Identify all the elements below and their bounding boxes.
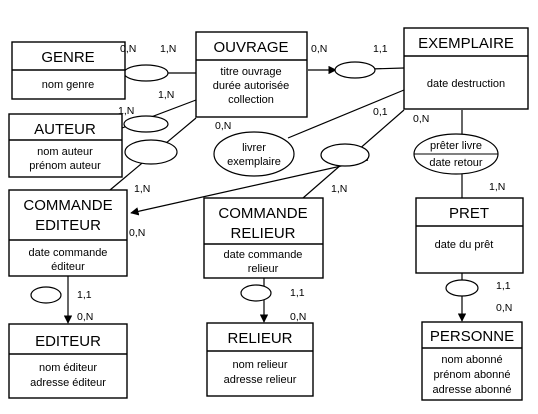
rel-ellipse-personne xyxy=(445,279,479,297)
cardinality-label: 1,N xyxy=(331,183,347,195)
relieur-attr: nom relieur xyxy=(232,359,287,371)
entity-box-exemplaire xyxy=(403,27,529,110)
pret-title: PRET xyxy=(449,205,489,222)
ouvrage-attr: collection xyxy=(228,94,274,106)
livrer-exemplaire-label-line2: exemplaire xyxy=(227,156,281,168)
cardinality-label: 1,N xyxy=(118,105,134,117)
ouvrage-attr: durée autorisée xyxy=(213,80,289,92)
cardinality-label: 0,N xyxy=(311,43,327,55)
ouvrage-attr: titre ouvrage xyxy=(220,66,281,78)
cardinality-label: 0,N xyxy=(290,311,306,323)
cardinality-label: 0,N xyxy=(496,302,512,314)
auteur-title: AUTEUR xyxy=(34,121,96,138)
editeur-title: EDITEUR xyxy=(35,333,101,350)
cardinality-label: 1,1 xyxy=(373,43,388,55)
entity-box-ouvrage xyxy=(195,31,308,118)
rel-ellipse-cmd-relieur xyxy=(320,143,370,167)
ouvrage-title: OUVRAGE xyxy=(213,39,288,56)
commande-relieur-title-line1: COMMANDE xyxy=(218,205,307,222)
cardinality-label: 0,N xyxy=(215,120,231,132)
cardinality-label: 1,N xyxy=(158,89,174,101)
rel-ellipse-genre xyxy=(123,64,169,82)
entity-box-commande-relieur xyxy=(203,197,324,279)
cardinality-label: 1,N xyxy=(160,43,176,55)
entity-box-commande-editeur xyxy=(8,189,128,277)
entity-box-relieur xyxy=(206,322,314,397)
entity-box-personne xyxy=(421,321,523,401)
cardinality-label: 1,N xyxy=(134,183,150,195)
relieur-title: RELIEUR xyxy=(227,330,292,347)
arrow-to-cmd-editeur xyxy=(130,159,369,216)
cardinality-label: 0,N xyxy=(413,113,429,125)
rel-ellipse-editeur xyxy=(30,286,62,304)
exemplaire-title: EXEMPLAIRE xyxy=(418,35,514,52)
genre-title: GENRE xyxy=(41,49,94,66)
cardinality-label: 0,N xyxy=(129,227,145,239)
cardinality-label: 1,N xyxy=(489,181,505,193)
pret-attr: date du prêt xyxy=(435,239,494,251)
preter-livre-attr: date retour xyxy=(429,157,483,169)
commande-editeur-title-line2: EDITEUR xyxy=(35,217,101,234)
entity-box-pret xyxy=(415,197,524,274)
commande-editeur-attr: date commande xyxy=(29,247,108,259)
cardinality-label: 1,1 xyxy=(290,287,305,299)
rel-ellipse-livrer-exemplaire xyxy=(213,131,295,177)
entity-box-auteur xyxy=(8,113,123,178)
cardinality-label: 0,N xyxy=(77,311,93,323)
rel-ellipse-exemplaire-ouvrage xyxy=(334,61,376,79)
rel-ellipse-cmd-editeur xyxy=(124,139,178,165)
entity-box-editeur xyxy=(8,323,128,399)
rel-ellipse-relieur xyxy=(240,284,272,302)
relieur-attr: adresse relieur xyxy=(224,374,297,386)
genre-attr: nom genre xyxy=(42,79,95,91)
livrer-exemplaire-label-line1: livrer xyxy=(242,142,266,154)
personne-title: PERSONNE xyxy=(430,328,514,345)
personne-attr: adresse abonné xyxy=(433,384,512,396)
cardinality-label: 0,1 xyxy=(373,106,388,118)
preter-livre-label: prêter livre xyxy=(430,140,482,152)
commande-relieur-attr: relieur xyxy=(248,263,279,275)
editeur-attr: nom éditeur xyxy=(39,362,97,374)
commande-editeur-title-line1: COMMANDE xyxy=(23,197,112,214)
personne-attr: nom abonné xyxy=(441,354,502,366)
cardinality-label: 0,N xyxy=(120,43,136,55)
commande-relieur-title-line2: RELIEUR xyxy=(230,225,295,242)
line-livrer-exemplaire xyxy=(287,89,405,139)
exemplaire-attr: date destruction xyxy=(427,78,505,90)
commande-editeur-attr: éditeur xyxy=(51,261,85,273)
editeur-attr: adresse éditeur xyxy=(30,377,106,389)
rel-ellipse-auteur xyxy=(123,115,169,133)
personne-attr: prénom abonné xyxy=(433,369,510,381)
relationship-ellipses xyxy=(30,61,499,304)
auteur-attr: prénom auteur xyxy=(29,160,101,172)
cardinality-label: 1,1 xyxy=(496,280,511,292)
cardinality-label: 1,1 xyxy=(77,289,92,301)
auteur-attr: nom auteur xyxy=(37,146,93,158)
commande-relieur-attr: date commande xyxy=(224,249,303,261)
